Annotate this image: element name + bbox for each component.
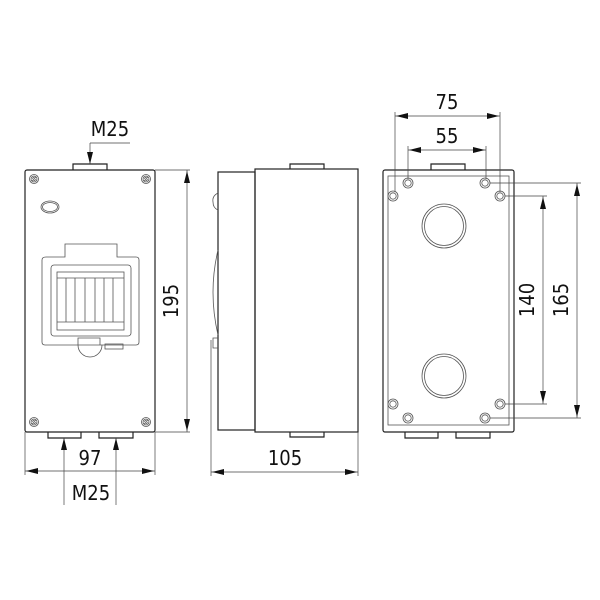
top-gland-tab xyxy=(72,163,108,170)
window xyxy=(50,264,132,337)
bottom-gland-label: M25 xyxy=(72,481,110,505)
hinge-curve xyxy=(212,249,219,349)
dim-75-label: 75 xyxy=(436,90,459,114)
screw-icon xyxy=(141,417,151,427)
screw-icon xyxy=(29,417,39,427)
mounting-hole-icon xyxy=(402,412,414,424)
dim-55-label: 55 xyxy=(436,124,459,148)
breaker-slots xyxy=(56,271,125,331)
side-body xyxy=(254,168,359,433)
screw-icon xyxy=(29,174,39,184)
dim-165-label: 165 xyxy=(549,283,573,317)
indicator-oval xyxy=(40,200,60,214)
dim-140-label: 140 xyxy=(515,283,539,317)
depth-dim-label: 105 xyxy=(268,446,302,470)
side-view: 105 xyxy=(210,163,359,476)
mounting-hole-icon xyxy=(479,177,491,189)
height-dim-label: 195 xyxy=(159,284,183,318)
mounting-hole-icon xyxy=(494,398,506,410)
window-frame xyxy=(41,243,140,346)
front-view: 195 M25 97 M25 xyxy=(24,117,190,505)
front-body xyxy=(24,169,156,433)
side-cover xyxy=(217,171,256,431)
back-view: 75 55 140 165 xyxy=(382,90,581,439)
back-body xyxy=(382,169,515,433)
knockout xyxy=(421,203,467,249)
width-dim-label: 97 xyxy=(79,446,102,470)
mounting-hole-icon xyxy=(387,190,399,202)
bottom-gland-tabs xyxy=(47,432,134,439)
mounting-hole-icon xyxy=(479,412,491,424)
mounting-hole-icon xyxy=(494,190,506,202)
mounting-hole-icon xyxy=(387,398,399,410)
latch xyxy=(77,337,103,358)
knockout xyxy=(421,353,467,399)
indicator-knob xyxy=(212,192,219,211)
top-gland-label: M25 xyxy=(91,117,129,141)
screw-icon xyxy=(141,174,151,184)
mounting-hole-icon xyxy=(402,177,414,189)
